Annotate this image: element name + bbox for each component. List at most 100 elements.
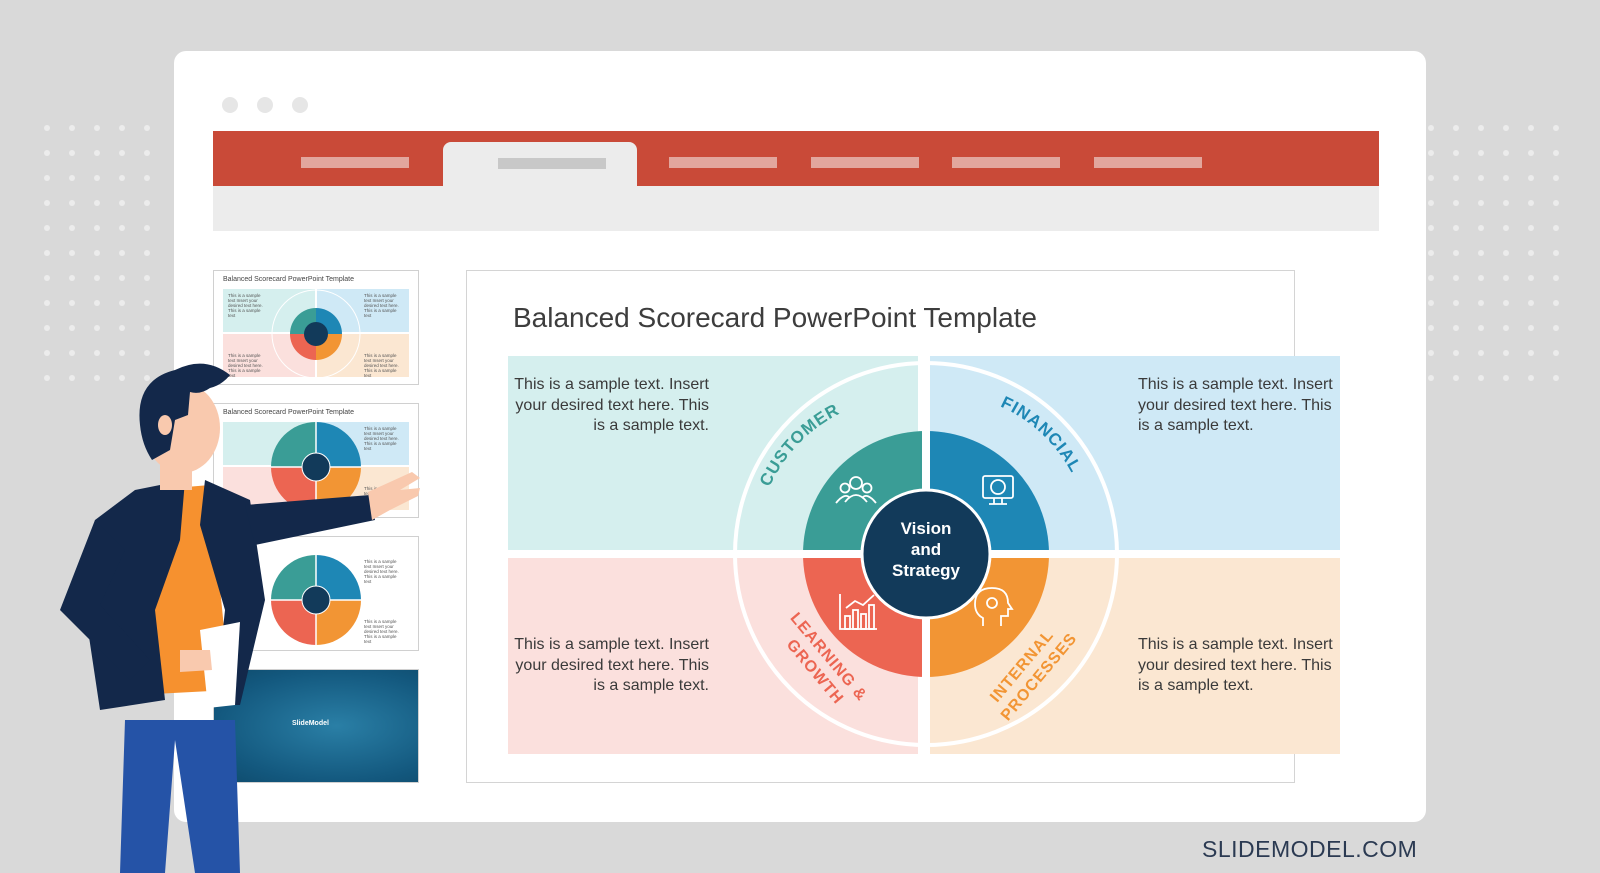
decor-dot	[94, 300, 100, 306]
thumb-wheel	[271, 422, 361, 512]
decor-dot	[1428, 275, 1434, 281]
decor-dot	[69, 175, 75, 181]
decor-dot	[1478, 200, 1484, 206]
decor-dot	[144, 125, 150, 131]
decor-dot	[1478, 275, 1484, 281]
decor-dot	[1478, 350, 1484, 356]
decor-dot	[1528, 125, 1534, 131]
decor-dot	[1478, 325, 1484, 331]
decor-dot	[94, 175, 100, 181]
decor-dot	[144, 275, 150, 281]
thumb-text: This is a sample text Insert your desire…	[364, 426, 399, 451]
thumb-text: This is a sample text Insert your desire…	[228, 353, 263, 378]
slidemodel-logo-text: SlideModel	[292, 720, 329, 727]
decor-dot	[119, 150, 125, 156]
center-line1: Vision	[901, 519, 952, 538]
thumbnail-title: Balanced Scorecard PowerPoint Template	[223, 409, 355, 416]
decor-dot	[119, 225, 125, 231]
decor-dot	[1478, 175, 1484, 181]
slide-thumbnail-1[interactable]: Balanced Scorecard PowerPoint Template T…	[213, 270, 419, 385]
thumb-text: This is a sample text Insert your desire…	[364, 293, 399, 318]
decor-dot	[1528, 275, 1534, 281]
financial-money-icon	[982, 475, 1014, 505]
decor-dot	[69, 150, 75, 156]
decor-dot	[1453, 150, 1459, 156]
customer-description: This is a sample text. Insert your desir…	[514, 376, 709, 434]
center-circle	[860, 488, 992, 620]
decor-dot	[1528, 150, 1534, 156]
thumb-text: This is a sample text Insert your desire…	[228, 293, 263, 318]
decor-dot	[1478, 150, 1484, 156]
decor-dot	[44, 150, 50, 156]
decor-dot	[44, 275, 50, 281]
decor-dot	[1553, 225, 1559, 231]
decor-dot	[44, 200, 50, 206]
decor-dot	[1553, 275, 1559, 281]
main-slide-canvas[interactable]: Balanced Scorecard PowerPoint Template T…	[466, 270, 1340, 783]
decor-dot	[1478, 125, 1484, 131]
thumb-wheel	[271, 555, 361, 645]
decor-dot	[144, 175, 150, 181]
decor-dot	[119, 325, 125, 331]
decor-dot	[144, 350, 150, 356]
decor-dot	[1503, 175, 1509, 181]
decor-dot	[44, 325, 50, 331]
decor-dot	[1553, 125, 1559, 131]
decor-dot	[1553, 375, 1559, 381]
presenter-illustration	[60, 363, 420, 873]
decor-dot	[119, 250, 125, 256]
decor-dot	[1428, 300, 1434, 306]
decor-dot	[1503, 325, 1509, 331]
decor-dot	[1503, 350, 1509, 356]
ribbon-tab-3[interactable]	[669, 157, 777, 168]
decor-dot	[1503, 200, 1509, 206]
decor-dot	[1428, 375, 1434, 381]
decor-dot	[44, 250, 50, 256]
decor-dot	[44, 350, 50, 356]
decor-dot	[1528, 200, 1534, 206]
decor-dot	[119, 375, 125, 381]
decor-dot	[1428, 175, 1434, 181]
ribbon-tab-active[interactable]	[443, 142, 637, 186]
decor-dot	[1553, 175, 1559, 181]
decor-dot	[1553, 200, 1559, 206]
ribbon-tab-6[interactable]	[1094, 157, 1202, 168]
thumb-wheel	[271, 289, 361, 379]
decor-dot	[1428, 250, 1434, 256]
decor-dot	[1453, 275, 1459, 281]
decor-dot	[1503, 250, 1509, 256]
decor-dot	[1453, 250, 1459, 256]
decor-dot	[1428, 125, 1434, 131]
decor-dot	[44, 300, 50, 306]
window-close-dot[interactable]	[222, 97, 238, 113]
ribbon-tab-1[interactable]	[301, 157, 409, 168]
decor-dot	[44, 175, 50, 181]
learning-description: This is a sample text. Insert your desir…	[514, 636, 709, 694]
decor-dot	[69, 300, 75, 306]
decor-dot	[94, 150, 100, 156]
decor-dot	[1428, 150, 1434, 156]
window-minimize-dot[interactable]	[257, 97, 273, 113]
decor-dot	[69, 200, 75, 206]
ribbon-tab-5[interactable]	[952, 157, 1060, 168]
customer-people-icon	[835, 476, 877, 504]
decor-dot	[94, 275, 100, 281]
ribbon-tab-4[interactable]	[811, 157, 919, 168]
decor-dot	[119, 125, 125, 131]
decor-dot	[1453, 200, 1459, 206]
decor-dot	[1453, 125, 1459, 131]
decor-dot	[1428, 200, 1434, 206]
decor-dot	[1453, 300, 1459, 306]
window-maximize-dot[interactable]	[292, 97, 308, 113]
decor-dot	[119, 300, 125, 306]
decor-dot	[69, 375, 75, 381]
decor-dot	[1453, 375, 1459, 381]
decor-dot	[1503, 375, 1509, 381]
decor-dot	[1428, 325, 1434, 331]
decor-dot	[94, 125, 100, 131]
decor-dot	[94, 325, 100, 331]
decor-dot	[44, 375, 50, 381]
decor-dot	[1503, 125, 1509, 131]
decor-dot	[69, 125, 75, 131]
ribbon-tab-active-label	[498, 158, 606, 169]
